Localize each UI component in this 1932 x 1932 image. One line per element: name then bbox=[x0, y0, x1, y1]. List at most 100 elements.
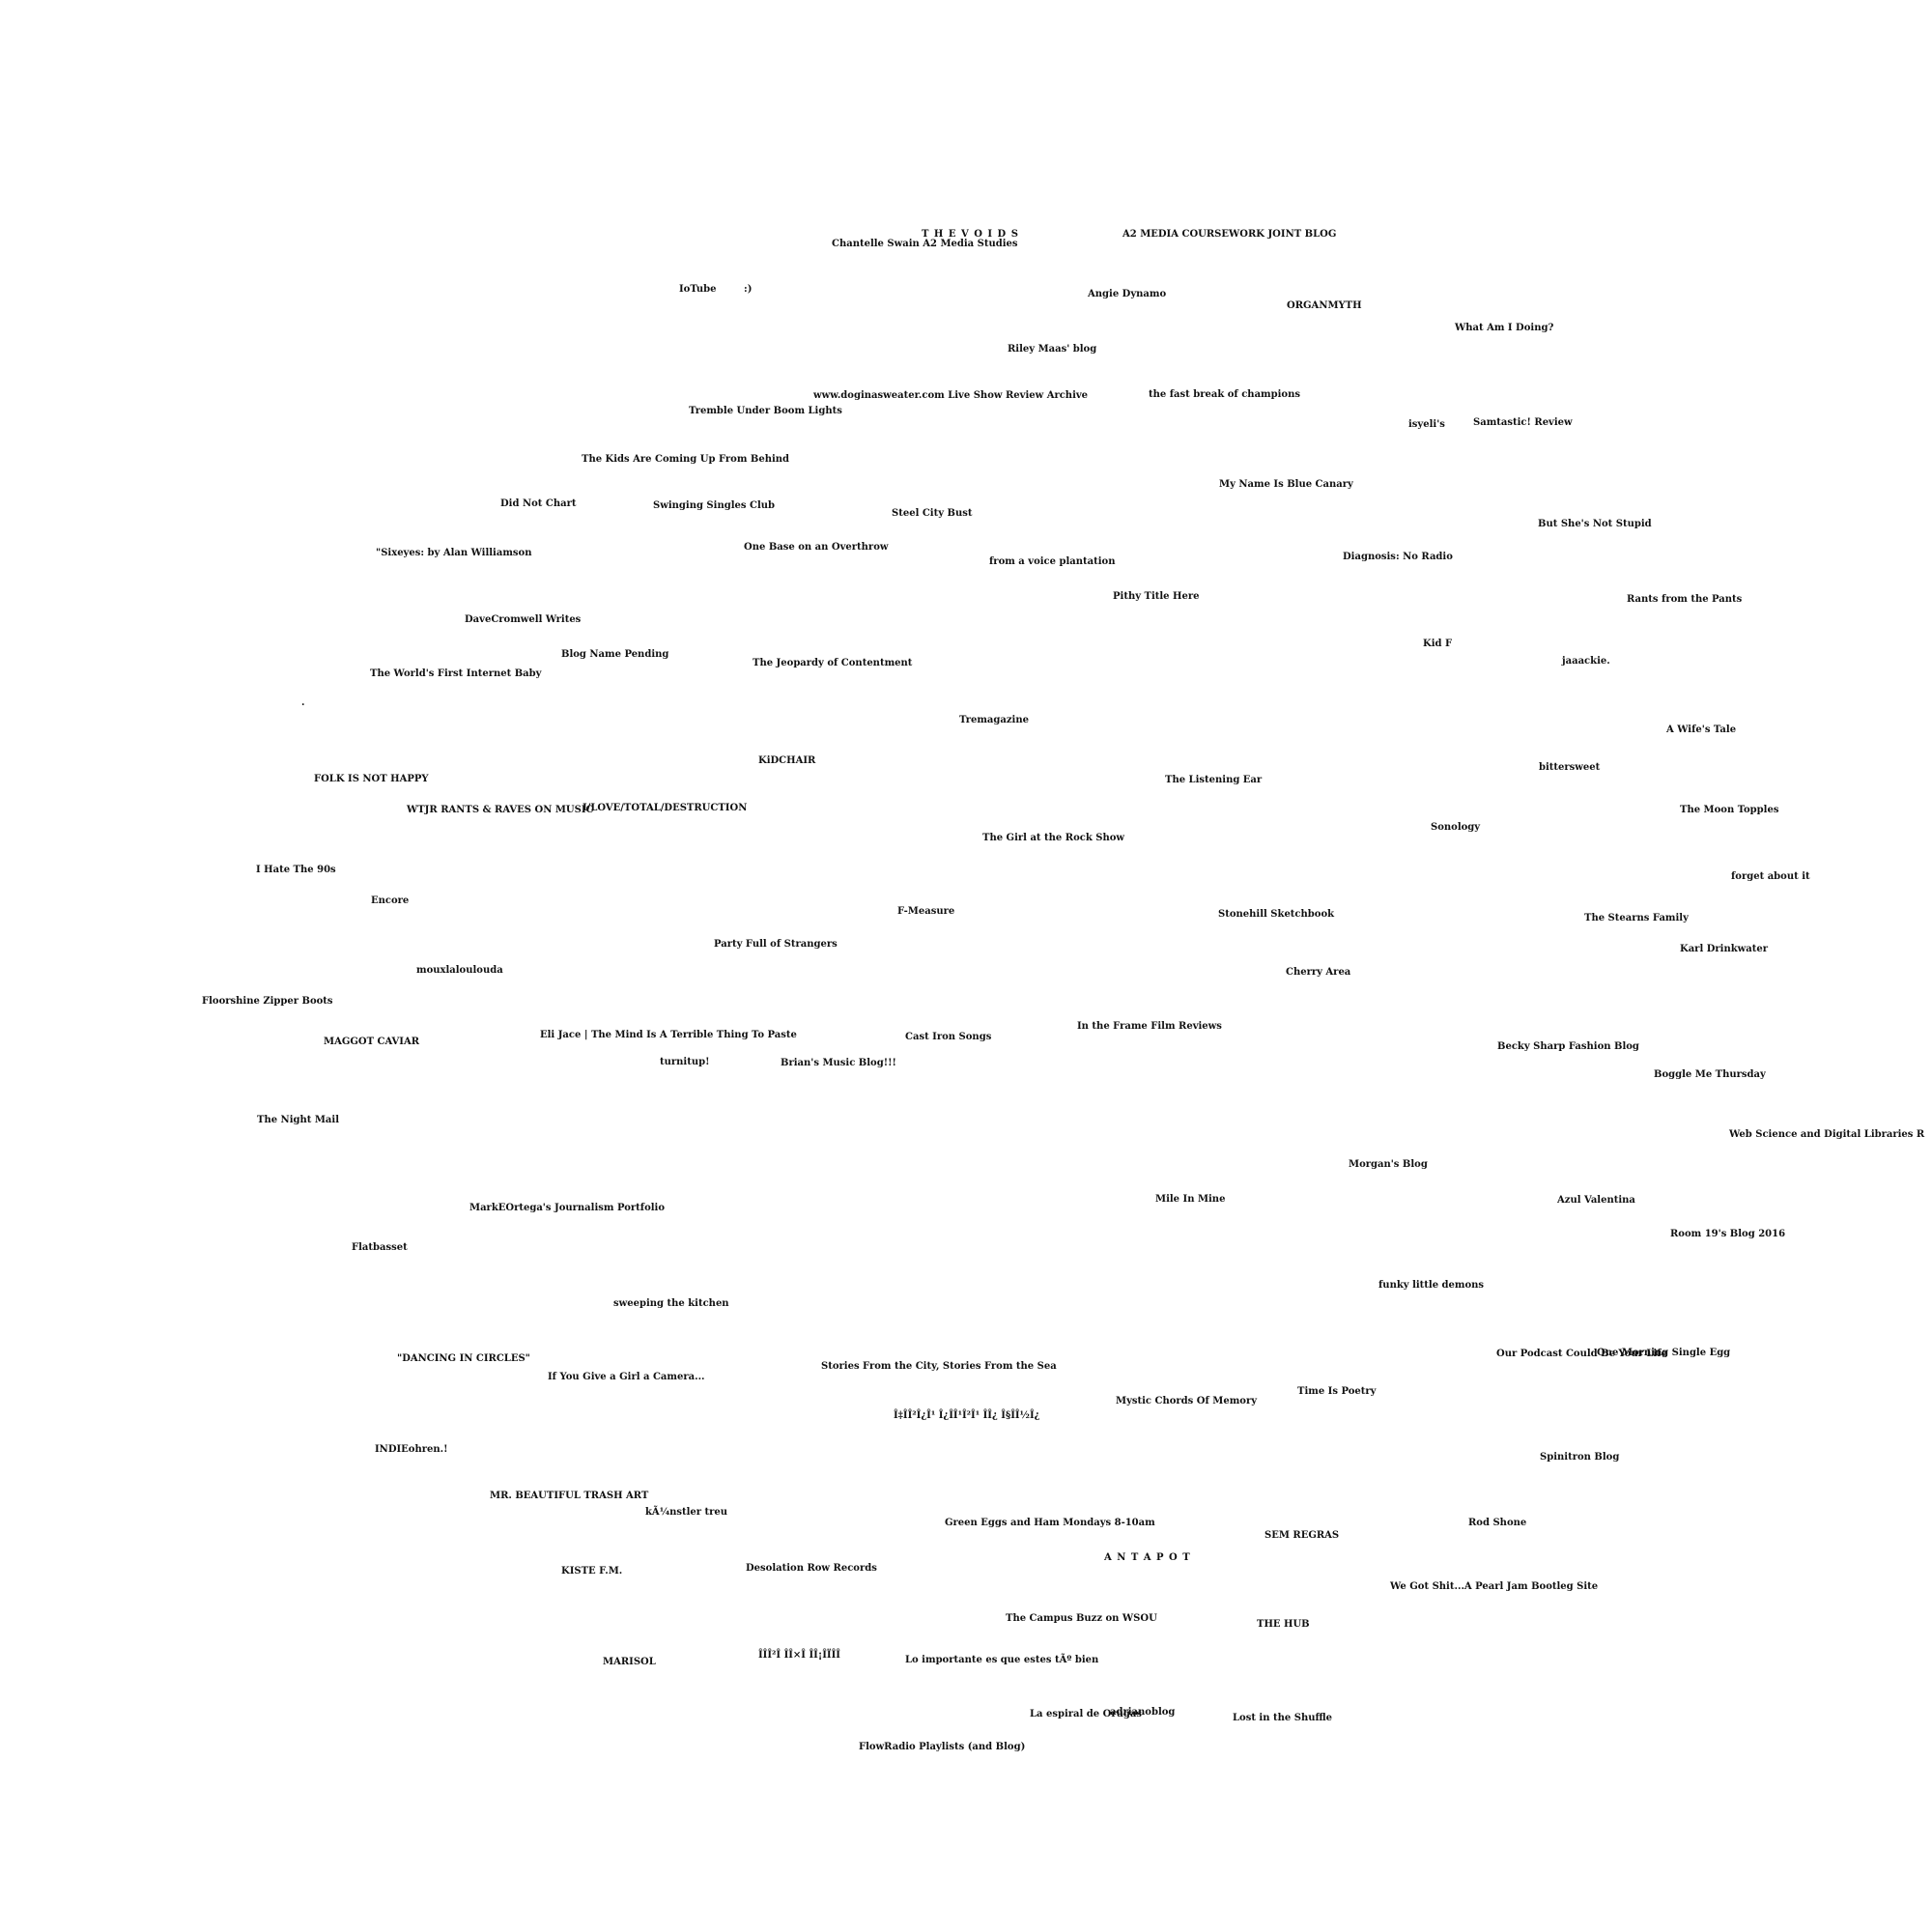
cloud-label: In the Frame Film Reviews bbox=[1077, 1021, 1222, 1032]
cloud-label: turnitup! bbox=[660, 1057, 710, 1067]
cloud-label: THE HUB bbox=[1257, 1619, 1310, 1630]
cloud-label: The Moon Topples bbox=[1680, 805, 1779, 815]
cloud-label: I/LOVE/TOTAL/DESTRUCTION bbox=[582, 803, 748, 813]
cloud-label: A2 MEDIA COURSEWORK JOINT BLOG bbox=[1122, 229, 1337, 240]
cloud-label: Angie Dynamo bbox=[1088, 289, 1167, 299]
cloud-label: Tremble Under Boom Lights bbox=[689, 406, 842, 416]
cloud-label: The Kids Are Coming Up From Behind bbox=[582, 454, 790, 465]
cloud-label: Brian's Music Blog!!! bbox=[781, 1058, 896, 1068]
cloud-label: Cherry Area bbox=[1286, 967, 1351, 978]
cloud-label: Samtastic! Review bbox=[1473, 417, 1573, 428]
cloud-label: Mile In Mine bbox=[1155, 1194, 1226, 1205]
cloud-label: Stonehill Sketchbook bbox=[1218, 909, 1335, 920]
cloud-label: Karl Drinkwater bbox=[1680, 944, 1768, 954]
cloud-label: SEM REGRAS bbox=[1264, 1530, 1340, 1541]
cloud-label: Sonology bbox=[1431, 822, 1481, 833]
cloud-label: Party Full of Strangers bbox=[714, 939, 838, 950]
cloud-label: mouxlaloulouda bbox=[416, 965, 503, 976]
cloud-label: Steel City Bust bbox=[892, 508, 973, 519]
cloud-label: DaveCromwell Writes bbox=[465, 614, 582, 625]
cloud-label: ORGANMYTH bbox=[1287, 300, 1362, 311]
cloud-label: WTJR RANTS & RAVES ON MUSIC bbox=[407, 805, 594, 815]
cloud-label: Boggle Me Thursday bbox=[1654, 1069, 1766, 1080]
cloud-label: One Base on an Overthrow bbox=[744, 542, 889, 553]
cloud-label: kÃ¼nstler treu bbox=[645, 1507, 728, 1518]
cloud-label: MARISOL bbox=[603, 1657, 656, 1667]
cloud-label: Spinitron Blog bbox=[1540, 1452, 1620, 1463]
cloud-label: KISTE F.M. bbox=[561, 1566, 623, 1577]
cloud-label: My Name Is Blue Canary bbox=[1219, 479, 1353, 490]
cloud-label: Encore bbox=[371, 895, 410, 906]
cloud-label: "Sixeyes: by Alan Williamson bbox=[376, 548, 532, 558]
cloud-label: The Listening Ear bbox=[1165, 775, 1263, 785]
cloud-label: La espiral de Orugas bbox=[1030, 1709, 1142, 1719]
cloud-label: isyeli's bbox=[1408, 419, 1445, 430]
cloud-label: from a voice plantation bbox=[989, 556, 1116, 567]
cloud-label: Web Science and Digital Libraries R bbox=[1729, 1129, 1925, 1140]
cloud-label: We Got Shit...A Pearl Jam Bootleg Site bbox=[1390, 1581, 1599, 1592]
cloud-label: The Campus Buzz on WSOU bbox=[1006, 1613, 1157, 1624]
cloud-label: Lost in the Shuffle bbox=[1233, 1713, 1333, 1723]
cloud-label: :) bbox=[744, 284, 753, 295]
cloud-label: Did Not Chart bbox=[500, 498, 577, 509]
cloud-label: Î‡ÎÎ²Î¿Î¹ Î¿ÎÎ¹Î²Î¹ ÎÎ¿ Î§ÎÎ½Î¿ bbox=[894, 1410, 1040, 1421]
cloud-label: The World's First Internet Baby bbox=[370, 668, 542, 679]
cloud-label: Lo importante es que estes tÃº bien bbox=[905, 1655, 1099, 1665]
cloud-label: Our Podcast Could Be Your Life bbox=[1496, 1349, 1667, 1359]
cloud-label: If You Give a Girl a Camera... bbox=[548, 1372, 705, 1382]
cloud-label: FOLK IS NOT HAPPY bbox=[314, 774, 429, 784]
cloud-label: Becky Sharp Fashion Blog bbox=[1497, 1041, 1639, 1052]
cloud-label: the fast break of champions bbox=[1149, 389, 1300, 400]
cloud-label: Stories From the City, Stories From the … bbox=[821, 1361, 1057, 1372]
cloud-label: Morgan's Blog bbox=[1349, 1159, 1428, 1170]
cloud-label: F-Measure bbox=[897, 906, 955, 917]
cloud-label: The Night Mail bbox=[257, 1115, 340, 1125]
cloud-label: Swinging Singles Club bbox=[653, 500, 776, 511]
cloud-label: MR. BEAUTIFUL TRASH ART bbox=[490, 1491, 649, 1501]
cloud-label: Cast Iron Songs bbox=[905, 1032, 992, 1042]
cloud-label: Rod Shone bbox=[1468, 1518, 1527, 1528]
cloud-label: Flatbasset bbox=[352, 1242, 408, 1253]
cloud-label: A Wife's Tale bbox=[1666, 724, 1737, 735]
cloud-label: www.doginasweater.com Live Show Review A… bbox=[813, 390, 1089, 401]
cloud-label: Tremagazine bbox=[959, 715, 1029, 725]
cloud-label: I Hate The 90s bbox=[256, 865, 336, 875]
cloud-label: Azul Valentina bbox=[1557, 1195, 1635, 1206]
cloud-label: Diagnosis: No Radio bbox=[1343, 552, 1453, 562]
cloud-label: Kid F bbox=[1423, 639, 1453, 649]
cloud-label: Time Is Poetry bbox=[1297, 1386, 1377, 1397]
cloud-label: A N T A P O T bbox=[1104, 1552, 1191, 1563]
cloud-label: MAGGOT CAVIAR bbox=[324, 1037, 420, 1047]
cloud-label: One Morning Single Egg bbox=[1597, 1348, 1731, 1358]
cloud-label: Blog Name Pending bbox=[561, 649, 669, 660]
cloud-label: IoTube bbox=[679, 284, 717, 295]
cloud-label: funky little demons bbox=[1378, 1280, 1485, 1291]
cloud-label: What Am I Doing? bbox=[1455, 323, 1554, 333]
cloud-label: FlowRadio Playlists (and Blog) bbox=[859, 1742, 1026, 1752]
cloud-label: sweeping the kitchen bbox=[613, 1298, 729, 1309]
cloud-label: Room 19's Blog 2016 bbox=[1670, 1229, 1786, 1239]
cloud-label: The Jeopardy of Contentment bbox=[753, 658, 913, 668]
cloud-label: Riley Maas' blog bbox=[1008, 344, 1097, 355]
cloud-label: ÎÎÎ²Î ÎÎ×Î ÎÎ¡ÎÏÎÎ bbox=[758, 1650, 840, 1661]
cloud-label: The Girl at the Rock Show bbox=[982, 833, 1125, 843]
cloud-label: INDIEohren.! bbox=[375, 1444, 448, 1455]
cloud-label: MarkEOrtega's Journalism Portfolio bbox=[469, 1203, 666, 1213]
cloud-label: Eli Jace | The Mind Is A Terrible Thing … bbox=[540, 1030, 797, 1040]
cloud-label: Chantelle Swain A2 Media Studies bbox=[832, 239, 1018, 249]
cloud-label: forget about it bbox=[1731, 871, 1810, 882]
cloud-label: The Stearns Family bbox=[1584, 913, 1689, 923]
cloud-label: . bbox=[301, 697, 305, 708]
cloud-label: KiDCHAIR bbox=[758, 755, 816, 766]
cloud-label: Mystic Chords Of Memory bbox=[1116, 1396, 1258, 1406]
cloud-label: Floorshine Zipper Boots bbox=[202, 996, 333, 1007]
cloud-label: Pithy Title Here bbox=[1113, 591, 1200, 602]
cloud-label: jaaackie. bbox=[1562, 656, 1610, 667]
cloud-label: Desolation Row Records bbox=[746, 1563, 877, 1574]
cloud-label: T H E V O I D S bbox=[922, 229, 1019, 240]
cloud-label: bittersweet bbox=[1539, 762, 1601, 773]
cloud-label: Green Eggs and Ham Mondays 8-10am bbox=[945, 1518, 1155, 1528]
cloud-label: But She's Not Stupid bbox=[1538, 519, 1652, 529]
cloud-label: "DANCING IN CIRCLES" bbox=[397, 1353, 530, 1364]
